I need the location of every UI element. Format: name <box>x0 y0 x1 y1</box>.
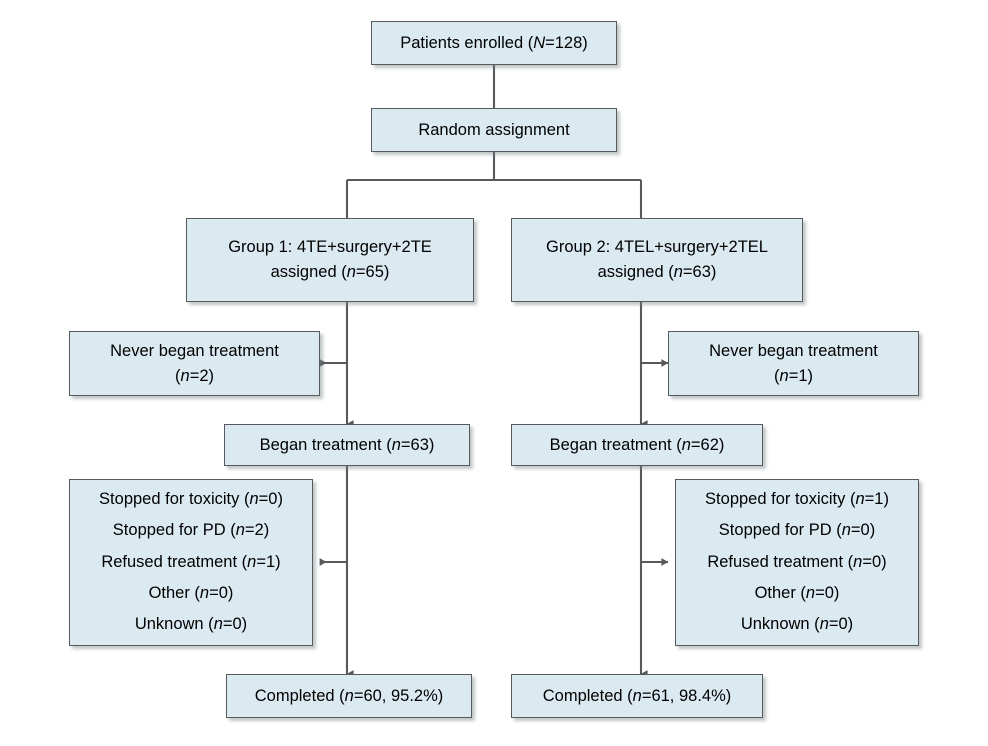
node-line: Began treatment (n=63) <box>259 435 435 454</box>
node-line: Stopped for PD (n=2) <box>112 521 270 540</box>
node-discontinued-right[interactable]: Stopped for toxicity (n=1) Stopped for P… <box>675 479 919 646</box>
node-line: Unknown (n=0) <box>740 614 854 633</box>
node-began-treatment-left[interactable]: Began treatment (n=63) <box>224 424 470 466</box>
node-line: assigned (n=65) <box>270 263 390 281</box>
node-line: Group 2: 4TEL+surgery+2TEL <box>546 238 768 257</box>
node-never-began-treatment-left[interactable]: Never began treatment (n=2) <box>69 331 320 396</box>
node-completed-right[interactable]: Completed (n=61, 98.4%) <box>511 674 763 718</box>
node-line: Stopped for toxicity (n=0) <box>99 490 283 509</box>
node-line: Never began treatment <box>110 341 279 360</box>
node-discontinued-left[interactable]: Stopped for toxicity (n=0) Stopped for P… <box>69 479 313 646</box>
node-never-began-treatment-right[interactable]: Never began treatment (n=1) <box>668 331 919 396</box>
node-line: Random assignment <box>418 120 570 139</box>
node-line: Refused treatment (n=1) <box>101 552 281 571</box>
node-line: Other (n=0) <box>754 583 840 602</box>
node-random-assignment[interactable]: Random assignment <box>371 108 617 152</box>
node-group-2-assigned[interactable]: Group 2: 4TEL+surgery+2TEL assigned (n=6… <box>511 218 803 302</box>
node-line: Never began treatment <box>709 341 878 360</box>
node-line: Completed (n=60, 95.2%) <box>254 686 444 705</box>
node-line: Began treatment (n=62) <box>549 435 725 454</box>
node-line: Other (n=0) <box>148 583 234 602</box>
node-line: (n=2) <box>175 366 214 385</box>
node-line: Patients enrolled (N=128) <box>400 33 588 52</box>
node-began-treatment-right[interactable]: Began treatment (n=62) <box>511 424 763 466</box>
node-line: Completed (n=61, 98.4%) <box>542 686 732 705</box>
node-line: Group 1: 4TE+surgery+2TE <box>228 238 432 257</box>
node-line: Refused treatment (n=0) <box>707 552 887 571</box>
node-group-1-assigned[interactable]: Group 1: 4TE+surgery+2TE assigned (n=65) <box>186 218 474 302</box>
node-patients-enrolled[interactable]: Patients enrolled (N=128) <box>371 21 617 65</box>
node-completed-left[interactable]: Completed (n=60, 95.2%) <box>226 674 472 718</box>
node-line: Stopped for toxicity (n=1) <box>705 490 889 509</box>
node-line: Stopped for PD (n=0) <box>718 521 876 540</box>
node-line: assigned (n=63) <box>597 263 717 281</box>
node-line: (n=1) <box>774 366 813 385</box>
node-line: Unknown (n=0) <box>134 614 248 633</box>
